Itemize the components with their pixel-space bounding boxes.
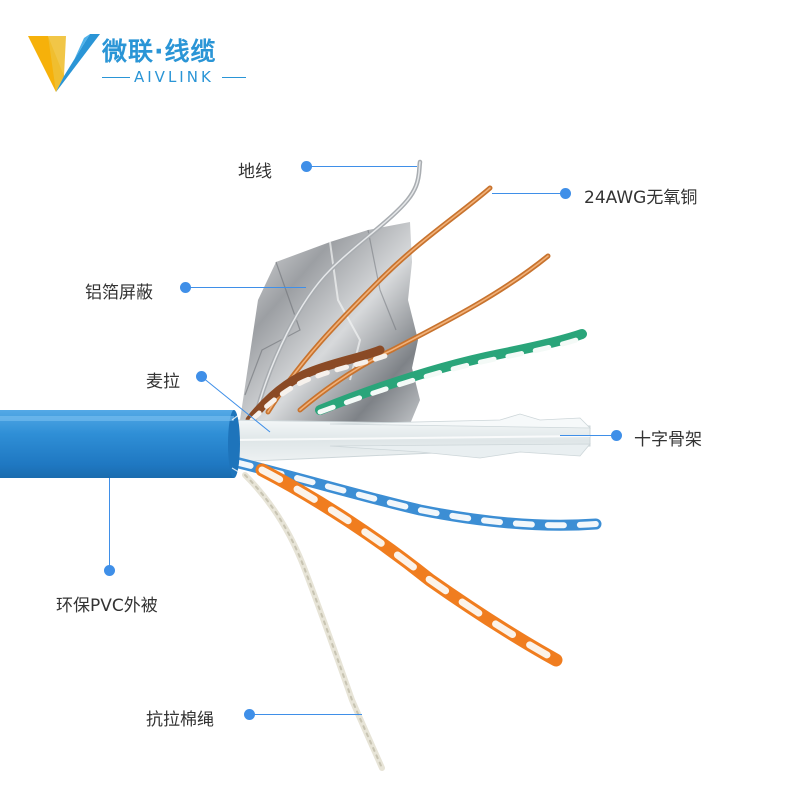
pair-green [315,329,587,415]
brand-name-en: AIVLINK [134,68,214,86]
callout-line-cross-filler [560,435,616,436]
callout-dot-foil-shield [180,282,191,293]
callout-dot-jacket [104,565,115,576]
callout-dot-cross-filler [611,430,622,441]
brand-logo: 微联·线缆 AIVLINK [26,24,266,104]
callout-dot-ripcord [196,371,207,382]
label-foil-shield: 铝箔屏蔽 [85,283,153,303]
pair-orange [255,463,563,667]
pvc-jacket [0,410,240,478]
callout-dot-ground-wire [301,161,312,172]
label-copper: 24AWG无氧铜 [584,188,698,208]
callout-line-ground-wire [307,166,417,167]
label-ground-wire: 地线 [238,162,272,182]
callout-line-copper [492,193,564,194]
cross-filler [231,413,591,463]
pair-brown [245,345,385,425]
brand-rule-left [102,77,130,78]
callout-dot-copper [560,188,571,199]
brand-rule-right [222,77,246,78]
label-jacket: 环保PVC外被 [56,596,158,616]
label-tensile-cord: 抗拉棉绳 [146,710,214,730]
callout-line-foil-shield [186,287,306,288]
tensile-cord [242,472,385,771]
v-check-logo-icon [28,34,100,92]
callout-dot-tensile-cord [244,709,255,720]
pair-blue [229,456,602,531]
foil-shield [240,222,420,428]
brand-name-cn: 微联·线缆 [102,37,217,66]
label-ripcord: 麦拉 [146,372,180,392]
callout-line-jacket [109,478,110,568]
label-cross-filler: 十字骨架 [634,430,702,450]
callout-line-tensile-cord [250,714,362,715]
copper-conductors [265,185,551,415]
